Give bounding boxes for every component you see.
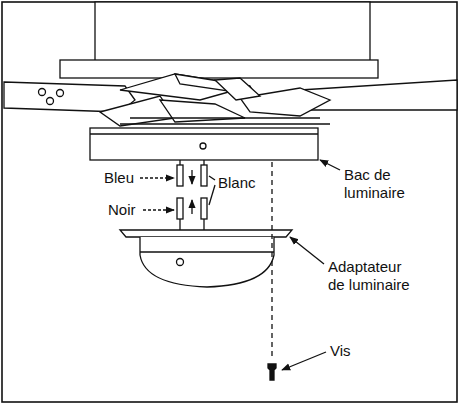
part-label: Vis xyxy=(330,342,351,360)
leader-line xyxy=(140,177,174,178)
motor-housing xyxy=(95,2,370,62)
part-label: Bleu xyxy=(104,169,134,187)
motor-ring xyxy=(60,60,378,78)
wire-connector xyxy=(201,198,207,219)
screw-path xyxy=(271,162,272,360)
part-label: Adaptateur de luminaire xyxy=(328,258,416,294)
wire-connector xyxy=(177,198,183,219)
wire-connector xyxy=(201,165,207,186)
fixture-pan xyxy=(90,128,318,160)
leader-line xyxy=(143,209,174,210)
leader-line xyxy=(282,352,326,370)
blade-right xyxy=(300,80,457,110)
leader-line xyxy=(290,237,324,264)
part-label: Bac de luminaire xyxy=(344,166,432,202)
leader-line xyxy=(209,185,215,205)
screw xyxy=(268,364,276,380)
wire-connector xyxy=(177,165,183,186)
part-label: Blanc xyxy=(218,174,256,192)
part-label: Noir xyxy=(108,201,136,219)
leader-line xyxy=(209,176,215,180)
leader-line xyxy=(320,160,340,170)
light-adapter xyxy=(120,230,292,237)
